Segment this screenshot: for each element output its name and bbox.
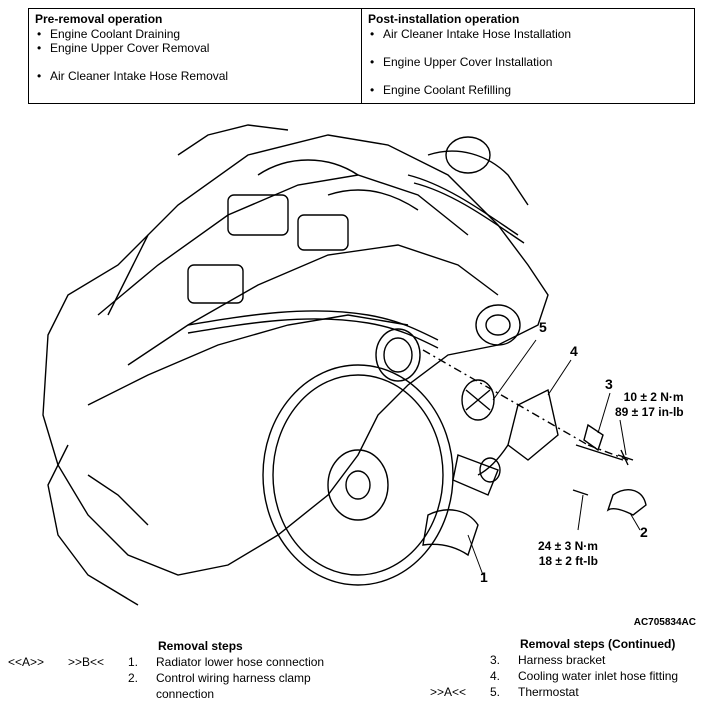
flywheel	[262, 364, 454, 586]
list-item: 3. Harness bracket	[430, 652, 708, 668]
engine-thermostat-diagram	[42, 124, 647, 606]
callout-1: 1	[480, 569, 488, 585]
list-item: Engine Upper Cover Installation	[368, 55, 688, 69]
torque-lower-ftlb: 18 ± 2 ft-lb	[538, 554, 598, 568]
post-installation-heading: Post-installation operation	[368, 12, 520, 26]
post-installation-column: Post-installation operation Air Cleaner …	[361, 9, 694, 103]
removal-steps-title: Removal steps	[158, 639, 243, 653]
list-item: 4. Cooling water inlet hose fitting	[430, 668, 708, 684]
water-inlet-fitting	[507, 388, 559, 461]
callout-2: 2	[640, 524, 648, 540]
thermostat-part	[461, 379, 495, 421]
reference-mark	[8, 670, 68, 702]
bolt	[572, 489, 589, 496]
engine-outline	[42, 124, 549, 606]
reference-mark	[68, 670, 128, 702]
post-installation-list: Air Cleaner Intake Hose Installation Eng…	[368, 27, 688, 97]
pre-removal-heading: Pre-removal operation	[35, 12, 163, 26]
housing-opening	[375, 328, 421, 382]
torque-lower: 24 ± 3 N·m 18 ± 2 ft-lb	[538, 539, 598, 569]
step-number: 2.	[128, 671, 139, 685]
torque-upper-inlb: 89 ± 17 in-lb	[615, 405, 684, 419]
leader-lines	[467, 339, 641, 576]
reference-mark	[430, 668, 490, 684]
step-text: Thermostat	[518, 685, 579, 699]
removal-steps-continued-title: Removal steps (Continued)	[520, 637, 676, 651]
reference-mark	[430, 652, 490, 668]
torque-upper: 10 ± 2 N·m 89 ± 17 in-lb	[615, 390, 684, 420]
step-number: 3.	[490, 653, 501, 667]
list-item: Engine Upper Cover Removal	[35, 41, 355, 55]
step-text: Harness bracket	[518, 653, 606, 667]
hose-clamp	[452, 454, 499, 496]
harness-bracket	[583, 423, 604, 452]
reference-mark: >>A<<	[430, 685, 467, 699]
callout-3: 3	[605, 376, 613, 392]
removal-steps: Removal steps <<A>> >>B<< 1. Radiator lo…	[8, 638, 376, 702]
hose-fitting	[606, 489, 647, 516]
list-item: >>A<< 5. Thermostat	[430, 684, 708, 700]
figure-id: AC705834AC	[633, 617, 696, 628]
step-text: Control wiring harness clamp connection	[156, 671, 311, 701]
step-number: 4.	[490, 669, 501, 683]
list-item: Engine Coolant Refilling	[368, 83, 688, 97]
list-item: Engine Coolant Draining	[35, 27, 355, 41]
reference-mark: <<A>>	[8, 655, 45, 669]
callout-5: 5	[539, 319, 547, 335]
pre-removal-list: Engine Coolant Draining Engine Upper Cov…	[35, 27, 355, 83]
reference-mark: >>B<<	[68, 655, 105, 669]
operations-table: Pre-removal operation Engine Coolant Dra…	[28, 8, 695, 104]
step-number: 1.	[128, 655, 139, 669]
list-item: Air Cleaner Intake Hose Installation	[368, 27, 688, 41]
list-item: <<A>> >>B<< 1. Radiator lower hose conne…	[8, 654, 376, 670]
radiator-lower-hose	[422, 509, 479, 557]
step-text: Cooling water inlet hose fitting	[518, 669, 679, 683]
callout-4: 4	[570, 343, 578, 359]
torque-lower-nm: 24 ± 3 N·m	[538, 539, 598, 553]
list-item: 2. Control wiring harness clamp connecti…	[8, 670, 376, 702]
step-text: Radiator lower hose connection	[156, 655, 325, 669]
pre-removal-column: Pre-removal operation Engine Coolant Dra…	[29, 9, 361, 103]
step-number: 5.	[490, 685, 501, 699]
torque-upper-nm: 10 ± 2 N·m	[623, 390, 684, 404]
removal-steps-continued: Removal steps (Continued) 3. Harness bra…	[430, 636, 708, 700]
exploded-parts	[422, 349, 647, 557]
list-item: Air Cleaner Intake Hose Removal	[35, 69, 355, 83]
